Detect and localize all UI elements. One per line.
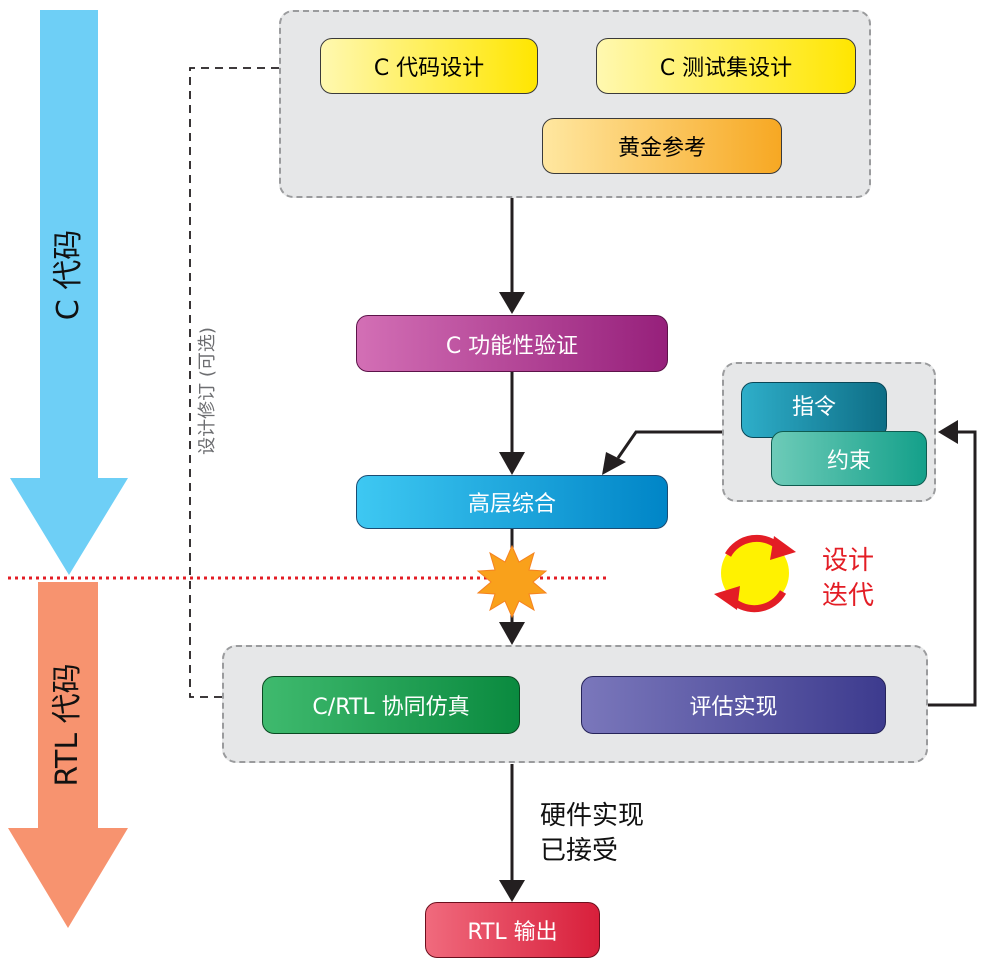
design-iteration-line1: 设计 — [822, 546, 875, 576]
rtl-output-label: RTL 输出 — [467, 920, 558, 945]
evaluate-implementation-box[interactable]: 评估实现 — [581, 676, 886, 734]
c-testset-design-label: C 测试集设计 — [659, 56, 793, 81]
c-code-design-box[interactable]: C 代码设计 — [320, 38, 538, 94]
c-code-design-label: C 代码设计 — [373, 56, 485, 81]
arrowhead-verify — [499, 292, 525, 314]
hardware-accepted-line2: 已接受 — [540, 836, 619, 866]
cosim-box[interactable]: C/RTL 协同仿真 — [262, 676, 520, 734]
cosim-label: C/RTL 协同仿真 — [312, 695, 470, 720]
arrowhead-constraints — [602, 452, 626, 475]
c-functional-verification-box[interactable]: C 功能性验证 — [356, 315, 668, 372]
revision-path — [189, 67, 308, 698]
c-code-label: C 代码 — [51, 229, 86, 321]
feedback-line — [928, 430, 977, 707]
iteration-cycle-icon — [714, 534, 796, 613]
c-functional-verification-label: C 功能性验证 — [445, 333, 579, 359]
constraints-label: 约束 — [826, 448, 871, 474]
evaluate-implementation-label: 评估实现 — [689, 695, 778, 720]
arrowhead-output — [499, 880, 525, 902]
c-testset-design-box[interactable]: C 测试集设计 — [596, 38, 856, 94]
high-level-synthesis-label: 高层综合 — [467, 492, 556, 517]
starburst-icon — [476, 544, 548, 619]
constraints-box[interactable]: 约束 — [771, 431, 927, 486]
golden-reference-box[interactable]: 黄金参考 — [542, 118, 782, 174]
design-iteration-line2: 迭代 — [822, 581, 875, 611]
rtl-code-label: RTL 代码 — [50, 663, 85, 787]
hardware-accepted-line1: 硬件实现 — [540, 801, 645, 831]
constraints-to-hls-line — [616, 430, 722, 459]
directives-label: 指令 — [791, 395, 836, 420]
arrowhead-hls — [499, 452, 525, 475]
rtl-output-box[interactable]: RTL 输出 — [425, 902, 600, 958]
directives-box[interactable]: 指令 — [741, 382, 887, 438]
golden-reference-label: 黄金参考 — [617, 136, 706, 161]
c-code-arrow — [10, 10, 128, 575]
design-revision-label: 设计修订 (可选) — [197, 327, 218, 455]
high-level-synthesis-box[interactable]: 高层综合 — [356, 475, 668, 529]
arrowhead-bottom — [499, 622, 525, 645]
rtl-code-arrow — [8, 582, 128, 928]
arrowhead-feedback — [938, 420, 958, 444]
